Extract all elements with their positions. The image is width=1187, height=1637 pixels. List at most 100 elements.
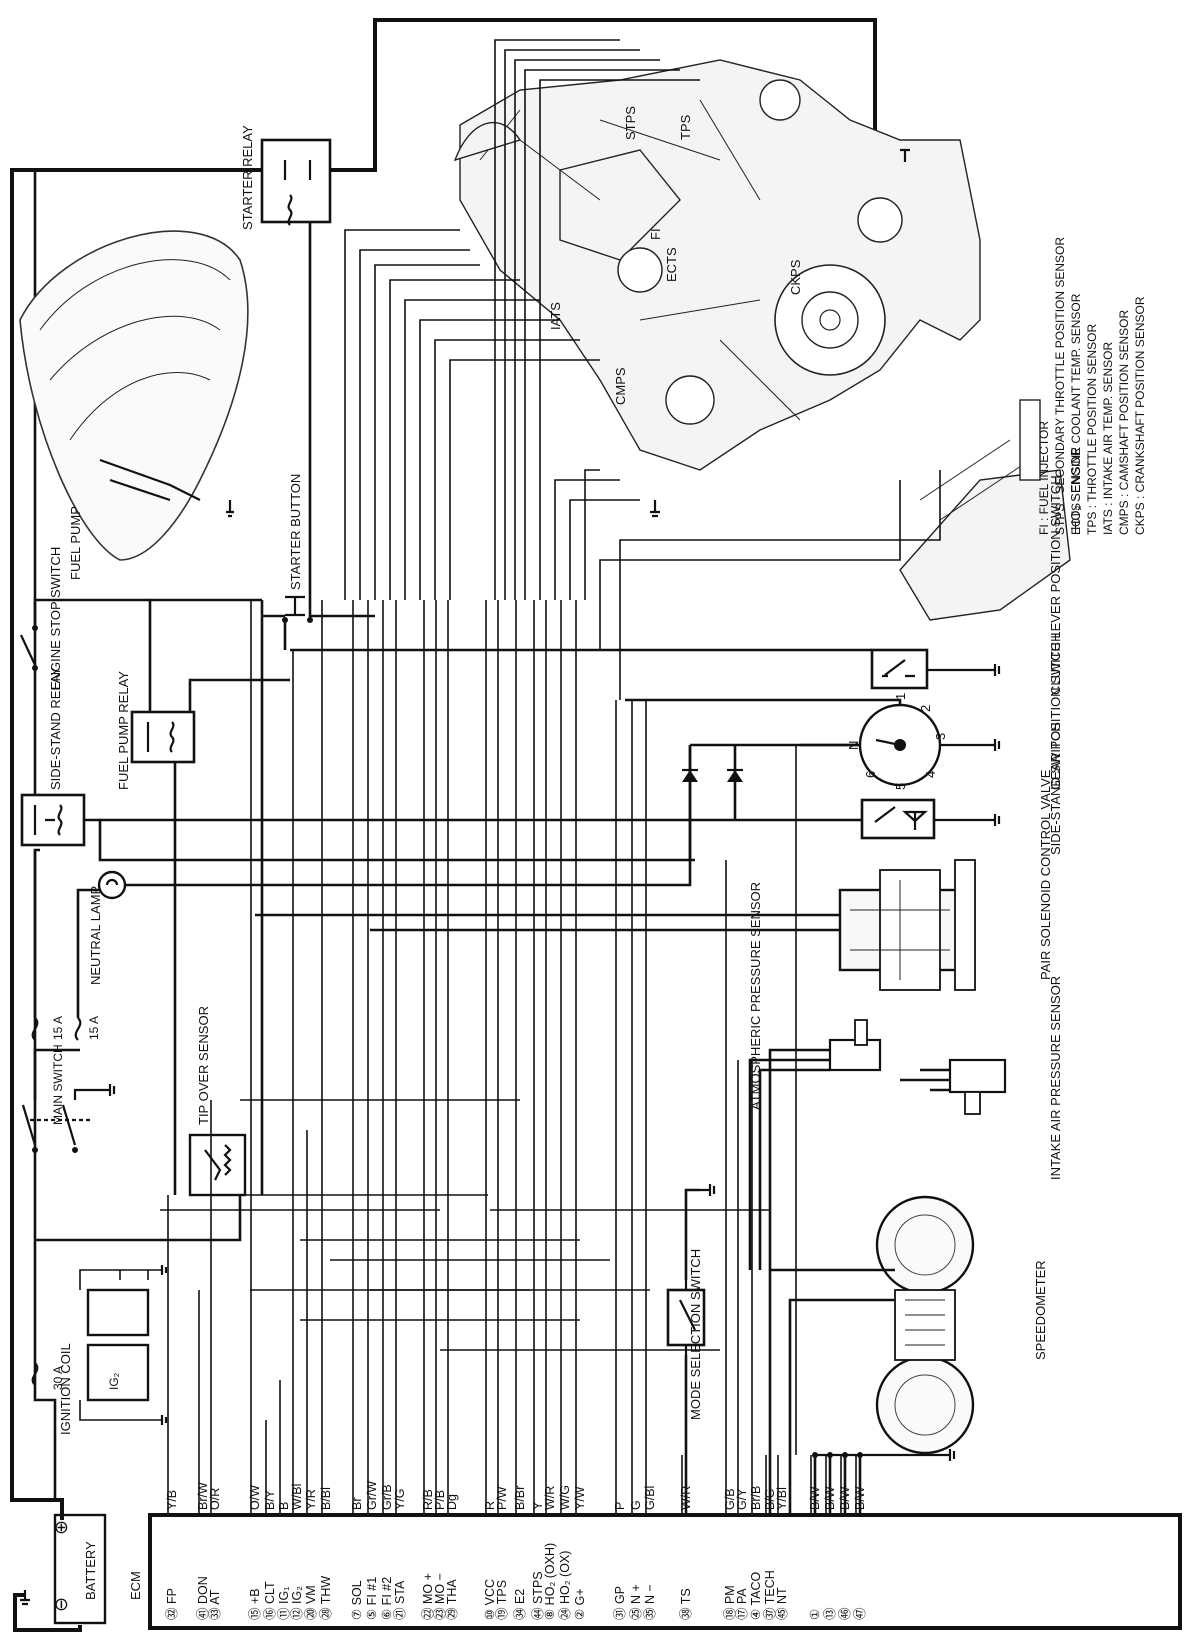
wire-color-text: Gr/B (380, 1484, 394, 1510)
ecm-pin-label: ㉞ E2 (513, 1589, 527, 1620)
ecm-pin-text: ② G+ (573, 1588, 587, 1620)
legend-line: CMPS : CAMSHAFT POSITION SENSOR (1117, 310, 1131, 535)
ecm-pin-label: ㉜ FP (165, 1588, 179, 1620)
wire-color-label: Gr/B (380, 1484, 394, 1510)
atm-label: ATMOSPHERIC PRESSURE SENSOR (748, 882, 763, 1110)
wire-color-text: B/Bl (319, 1487, 333, 1510)
intake-air-pressure-sensor: INTAKE AIR PRESSURE SENSOR (948, 976, 1063, 1180)
ecm-box: ECM (128, 1513, 1182, 1630)
starter-button: STARTER BUTTON (282, 474, 313, 623)
wire-color-label: W/G (558, 1485, 572, 1510)
wire-color-text: R (483, 1501, 497, 1510)
speedometer-label: SPEEDOMETER (1033, 1260, 1048, 1360)
tip-over-label: TIP OVER SENSOR (196, 1006, 211, 1125)
ecm-pin-label: ⑯ CLT (263, 1581, 277, 1620)
engine-stop-label: ENGINE STOP SWITCH (48, 547, 63, 690)
tip-over-sensor: TIP OVER SENSOR (188, 1006, 247, 1197)
battery-positive: ⊕ (51, 1520, 71, 1535)
wire-color-text: B/Y (263, 1489, 277, 1510)
speedometer: SPEEDOMETER (875, 1195, 1048, 1455)
ecm-pin-text: ㉓ MO − (433, 1573, 447, 1620)
wire-color-text: Gr/W (365, 1481, 379, 1510)
ecm-pin-label: ㉛ GP (613, 1586, 627, 1620)
wire-color-label: Gr/W (365, 1481, 379, 1510)
ecm-pin-label: ① (808, 1609, 822, 1620)
wire-color-text: O/R (208, 1488, 222, 1510)
ecm-pin-text: ㉒ MO + (421, 1573, 435, 1620)
wire-color-label: Y (531, 1501, 545, 1510)
wire-color-text: W/R (543, 1486, 557, 1510)
ecm-pin-label: ⑧ HO₂ (OXH) (543, 1543, 557, 1620)
wire-color-text: G/Bl (643, 1486, 657, 1510)
wire-color-text: B/Br (513, 1486, 527, 1510)
legend-line: FI : FUEL INJECTOR (1037, 421, 1051, 535)
ckps-label: CKPS (788, 259, 803, 295)
wire-color-text: G (629, 1500, 643, 1510)
wire-color-label: G/Bl (643, 1486, 657, 1510)
ecm-pin-label: ㉝ AT (208, 1589, 222, 1620)
wire-color-label: W/R (543, 1486, 557, 1510)
ecm-pin-text: ㊼ (853, 1607, 867, 1620)
wire-color-text: Br (350, 1498, 364, 1511)
fuse-15a-2-label: 15 A (87, 1016, 101, 1040)
fuel-pump-label: FUEL PUMP (68, 506, 83, 580)
ecm-pin-text: ⑤ FI #1 (365, 1577, 379, 1620)
wire-color-label: Y/G (393, 1488, 407, 1510)
side-stand-switch-label: SIDE-STAND SWITCH (1048, 722, 1063, 855)
ects-label: ECTS (664, 247, 679, 282)
ecm-pin-text: ① (808, 1609, 822, 1620)
mode-switch-label: MODE SELECTION SWITCH (688, 1249, 703, 1420)
wire-color-text: Y/R (304, 1489, 318, 1510)
side-stand-relay-label: SIDE-STAND RELAY (48, 667, 63, 790)
wire-color-label: R (483, 1501, 497, 1510)
wire-color-label: Br/B (749, 1486, 763, 1510)
atmospheric-pressure-sensor: ATMOSPHERIC PRESSURE SENSOR (748, 882, 882, 1110)
main-switch-label: MAIN SWITCH (51, 1044, 65, 1125)
ecm-pin-text: ㉑ STA (393, 1580, 407, 1620)
ecm-pin-label: ㉓ MO − (433, 1573, 447, 1620)
ecm-pin-label: ㊼ (853, 1607, 867, 1620)
wire-color-label: W/Bl (290, 1484, 304, 1510)
wire-color-text: Y/G (393, 1488, 407, 1510)
wire-color-label: O/R (208, 1488, 222, 1510)
ecm-pin-label: ② G+ (573, 1588, 587, 1620)
wire-color-label: G (629, 1500, 643, 1510)
wire-color-label: B/Bl (319, 1487, 333, 1510)
ignition-coil-label: IGNITION COIL (58, 1343, 73, 1435)
pair-label: PAIR SOLENOID CONTROL VALVE (1038, 769, 1053, 980)
wire-color-label: Y/R (304, 1489, 318, 1510)
ecm-pin-label: ㊹ STPS (531, 1571, 545, 1620)
gear-pos-text: 4 (923, 771, 938, 778)
ecm-pin-text: ㊶ DON (196, 1576, 210, 1620)
wire-color-label: O/W (248, 1485, 262, 1510)
starter-relay: STARTER RELAY (240, 125, 332, 230)
ecm-pin-text: ㊳ TS (679, 1588, 693, 1620)
wire-color-label: B/Y (263, 1489, 277, 1510)
wire-color-text: P (613, 1502, 627, 1510)
fuse-30a: 30 A (31, 1362, 65, 1390)
gear-pos: 1 (893, 693, 908, 700)
wire-harness (160, 600, 857, 1515)
ignition-coil: IG₂ IGNITION COIL (58, 1265, 168, 1435)
ecm-pin-label: ④ TACO (749, 1571, 763, 1620)
ecm-pin-label: ⑱ PM (723, 1585, 737, 1620)
wire-color-label: Y/W (573, 1486, 587, 1510)
ecm-pin-text: ㉘ THW (319, 1576, 333, 1620)
clutch-label: CLUTCH LEVER POSITION SWITCH (1048, 475, 1063, 695)
ecm-pin-label: ㉙ THA (445, 1579, 459, 1620)
wire-color-label: Br (350, 1498, 364, 1511)
ecm-pin-label: ⑫ IG₂ (290, 1586, 304, 1620)
ecm-pin-text: ⑮ +B (248, 1588, 262, 1620)
side-stand-switch: SIDE-STAND SWITCH (860, 722, 1063, 855)
clutch-switch: CLUTCH LEVER POSITION SWITCH (870, 475, 1063, 695)
engine-stop-switch: ENGINE STOP SWITCH (20, 547, 63, 690)
ecm-pin-label: ⑪ IG₁ (277, 1587, 291, 1620)
fuel-pump-relay-label: FUEL PUMP RELAY (116, 671, 131, 790)
ecm-pin-label: ⑲ TPS (495, 1580, 509, 1620)
ecm-pin-text: ㉞ E2 (513, 1589, 527, 1620)
wire-color-text: P/W (495, 1486, 509, 1510)
diodes (682, 745, 743, 860)
gear-pos-text: 5 (893, 783, 908, 790)
ecm-pin-text: ㊹ STPS (531, 1571, 545, 1620)
